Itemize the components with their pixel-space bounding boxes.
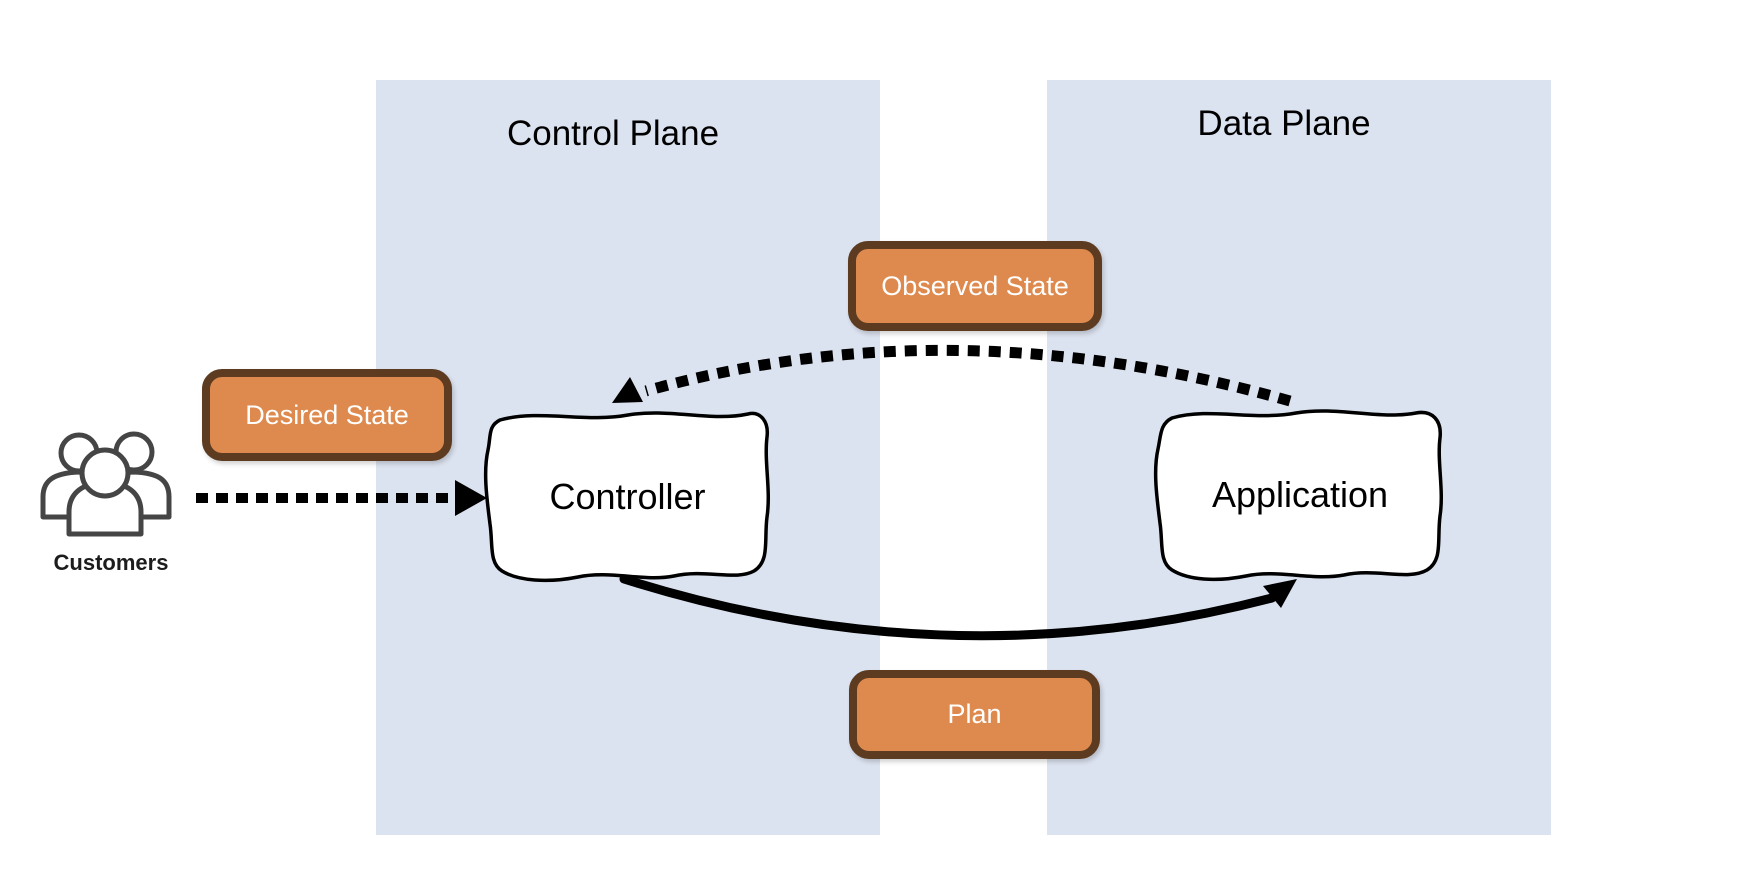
application-node-label: Application xyxy=(1211,474,1389,515)
controller-node-shape xyxy=(483,411,770,583)
customers-icon xyxy=(40,431,172,537)
observed-state-badge: Observed State xyxy=(848,241,1102,331)
observed-state-arrowhead xyxy=(612,377,643,403)
desired-state-badge: Desired State xyxy=(202,369,452,461)
application-node-shape xyxy=(1153,409,1444,582)
observed-state-arrow xyxy=(644,344,1292,407)
desired-state-arrowhead xyxy=(455,480,487,516)
controller-node-label: Controller xyxy=(549,475,706,517)
control-plane-title: Control Plane xyxy=(506,114,720,153)
customers-label: Customers xyxy=(53,550,169,575)
plan-arrowhead xyxy=(1263,579,1297,608)
plan-badge: Plan xyxy=(849,670,1100,759)
plan-arrow xyxy=(619,574,1277,641)
data-plane-title: Data Plane xyxy=(1197,104,1371,143)
